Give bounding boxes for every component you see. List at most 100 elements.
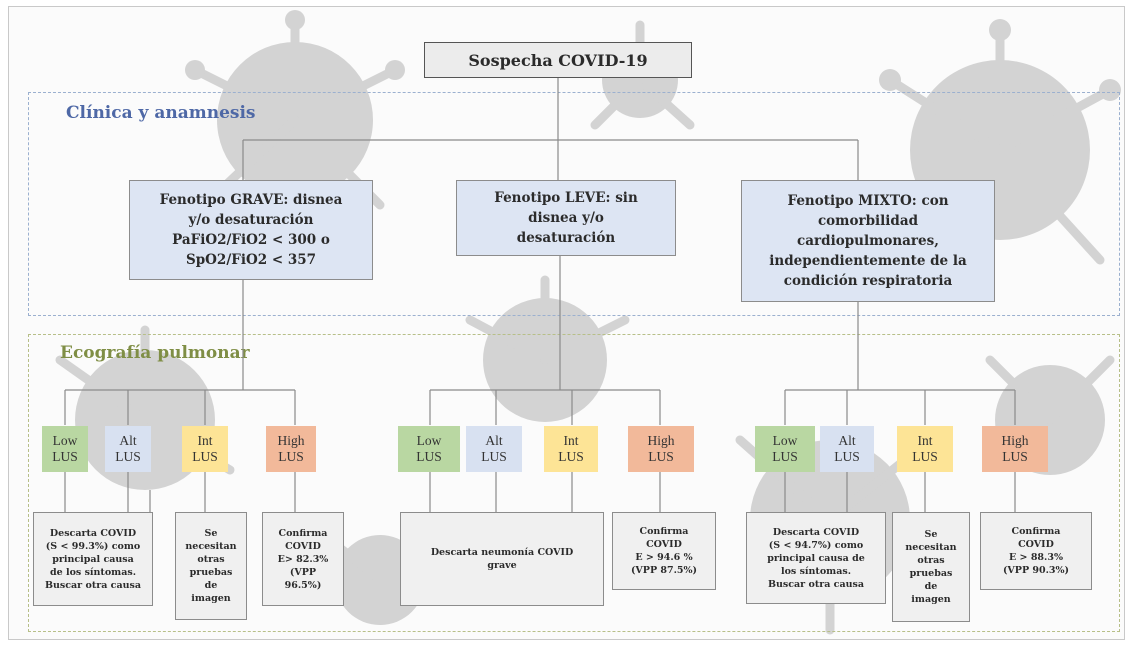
- lus-label: Int: [563, 433, 579, 448]
- result-mixto-confirma: Confirma COVID E > 88.3% (VPP 90.3%): [980, 512, 1092, 590]
- lus-label: LUS: [278, 449, 304, 464]
- result-line: imagen: [911, 594, 951, 605]
- lus-label: High: [647, 433, 675, 448]
- result-line: 96.5%): [284, 579, 322, 591]
- phenotype-leve-box: Fenotipo LEVE: sin disnea y/o desaturaci…: [456, 180, 676, 256]
- result-line: pruebas: [909, 568, 953, 579]
- lus-label: LUS: [772, 449, 798, 464]
- lus-label: Int: [917, 433, 933, 448]
- phenotype-mixto-line: independientemente de la: [769, 253, 967, 269]
- result-leve-confirma: Confirma COVID E > 94.6 % (VPP 87.5%): [612, 512, 716, 590]
- result-line: E> 82.3%: [277, 553, 329, 565]
- result-line: los síntomas.: [780, 565, 852, 577]
- lus-label: Low: [772, 433, 798, 448]
- phenotype-mixto-line: comorbilidad: [817, 213, 919, 229]
- phenotype-leve-line: desaturación: [516, 230, 616, 246]
- result-mixto-descarta: Descarta COVID (S < 94.7%) como principa…: [746, 512, 886, 604]
- phenotype-mixto-line: condición respiratoria: [783, 273, 953, 289]
- result-line: COVID: [646, 539, 682, 550]
- lus-label: LUS: [558, 449, 584, 464]
- phenotype-grave-line: PaFiO2/FiO2 < 300 o: [172, 232, 330, 248]
- result-line: pruebas: [189, 567, 233, 578]
- ecografia-section-title: Ecografía pulmonar: [60, 343, 250, 363]
- result-line: Descarta COVID: [49, 527, 137, 539]
- lus-label: LUS: [416, 449, 442, 464]
- result-mixto-pruebas: Se necesitan otras pruebas de imagen: [892, 512, 970, 622]
- result-line: Descarta neumonía COVID: [430, 547, 574, 558]
- phenotype-mixto-line: Fenotipo MIXTO: con: [787, 193, 949, 209]
- result-line: (VPP: [289, 566, 317, 578]
- lus-label: Alt: [119, 433, 137, 448]
- lus-label: Alt: [485, 433, 503, 448]
- result-line: otras: [917, 555, 945, 566]
- result-line: principal causa: [52, 553, 134, 565]
- lus-label: LUS: [192, 449, 218, 464]
- result-line: necesitan: [905, 542, 957, 553]
- lus-label: LUS: [912, 449, 938, 464]
- result-line: Confirma: [639, 526, 689, 537]
- result-line: Se: [204, 528, 218, 539]
- phenotype-mixto-line: cardiopulmonares,: [797, 233, 939, 249]
- lus-label: High: [277, 433, 305, 448]
- result-line: otras: [197, 554, 225, 565]
- phenotype-mixto-box: Fenotipo MIXTO: con comorbilidad cardiop…: [741, 180, 995, 302]
- phenotype-leve-line: disnea y/o: [528, 210, 604, 226]
- lus-label: LUS: [648, 449, 674, 464]
- clinica-section-title: Clínica y anamnesis: [66, 103, 256, 123]
- phenotype-grave-line: SpO2/FiO2 < 357: [185, 252, 317, 268]
- result-grave-confirma: Confirma COVID E> 82.3% (VPP 96.5%): [262, 512, 344, 606]
- result-grave-pruebas: Se necesitan otras pruebas de imagen: [175, 512, 247, 620]
- ecografia-section: [28, 334, 1120, 632]
- result-line: principal causa de: [767, 552, 865, 564]
- result-line: Descarta COVID: [772, 526, 860, 538]
- root-node: Sospecha COVID-19: [424, 42, 692, 78]
- lus-label: Low: [52, 433, 78, 448]
- result-line: Confirma: [278, 527, 328, 539]
- result-line: de los síntomas.: [49, 566, 137, 578]
- result-line: de: [924, 581, 938, 592]
- result-leve-descarta: Descarta neumonía COVID grave: [400, 512, 604, 606]
- result-line: E > 88.3%: [1009, 552, 1063, 563]
- result-line: (S < 94.7%) como: [768, 539, 864, 551]
- clinica-section: [28, 92, 1120, 316]
- result-line: (VPP 87.5%): [630, 565, 698, 576]
- result-line: Buscar otra causa: [767, 578, 865, 590]
- result-line: E > 94.6 %: [635, 552, 693, 563]
- phenotype-grave-line: Fenotipo GRAVE: disnea: [159, 192, 343, 208]
- phenotype-grave-line: y/o desaturación: [188, 212, 314, 228]
- phenotype-leve-line: Fenotipo LEVE: sin: [494, 190, 638, 206]
- result-line: (VPP 90.3%): [1002, 565, 1070, 576]
- result-line: (S < 99.3%) como: [45, 540, 141, 552]
- lus-alt-mixto: AltAltLUS: [820, 426, 874, 472]
- result-line: COVID: [1018, 539, 1054, 550]
- lus-label: Int: [197, 433, 213, 448]
- phenotype-grave-box: Fenotipo GRAVE: disnea y/o desaturación …: [129, 180, 373, 280]
- lus-label: High: [1001, 433, 1029, 448]
- lus-label: LUS: [115, 449, 141, 464]
- lus-label: LUS: [481, 449, 507, 464]
- result-line: de: [204, 580, 218, 591]
- result-line: Buscar otra causa: [44, 579, 142, 591]
- result-line: Se: [924, 529, 938, 540]
- lus-label: Low: [416, 433, 442, 448]
- result-line: grave: [487, 560, 517, 571]
- lus-label: LUS: [834, 449, 860, 464]
- result-line: COVID: [285, 540, 321, 552]
- lus-label: Alt: [838, 433, 856, 448]
- lus-label: LUS: [1002, 449, 1028, 464]
- result-line: imagen: [191, 593, 231, 604]
- result-line: necesitan: [185, 541, 237, 552]
